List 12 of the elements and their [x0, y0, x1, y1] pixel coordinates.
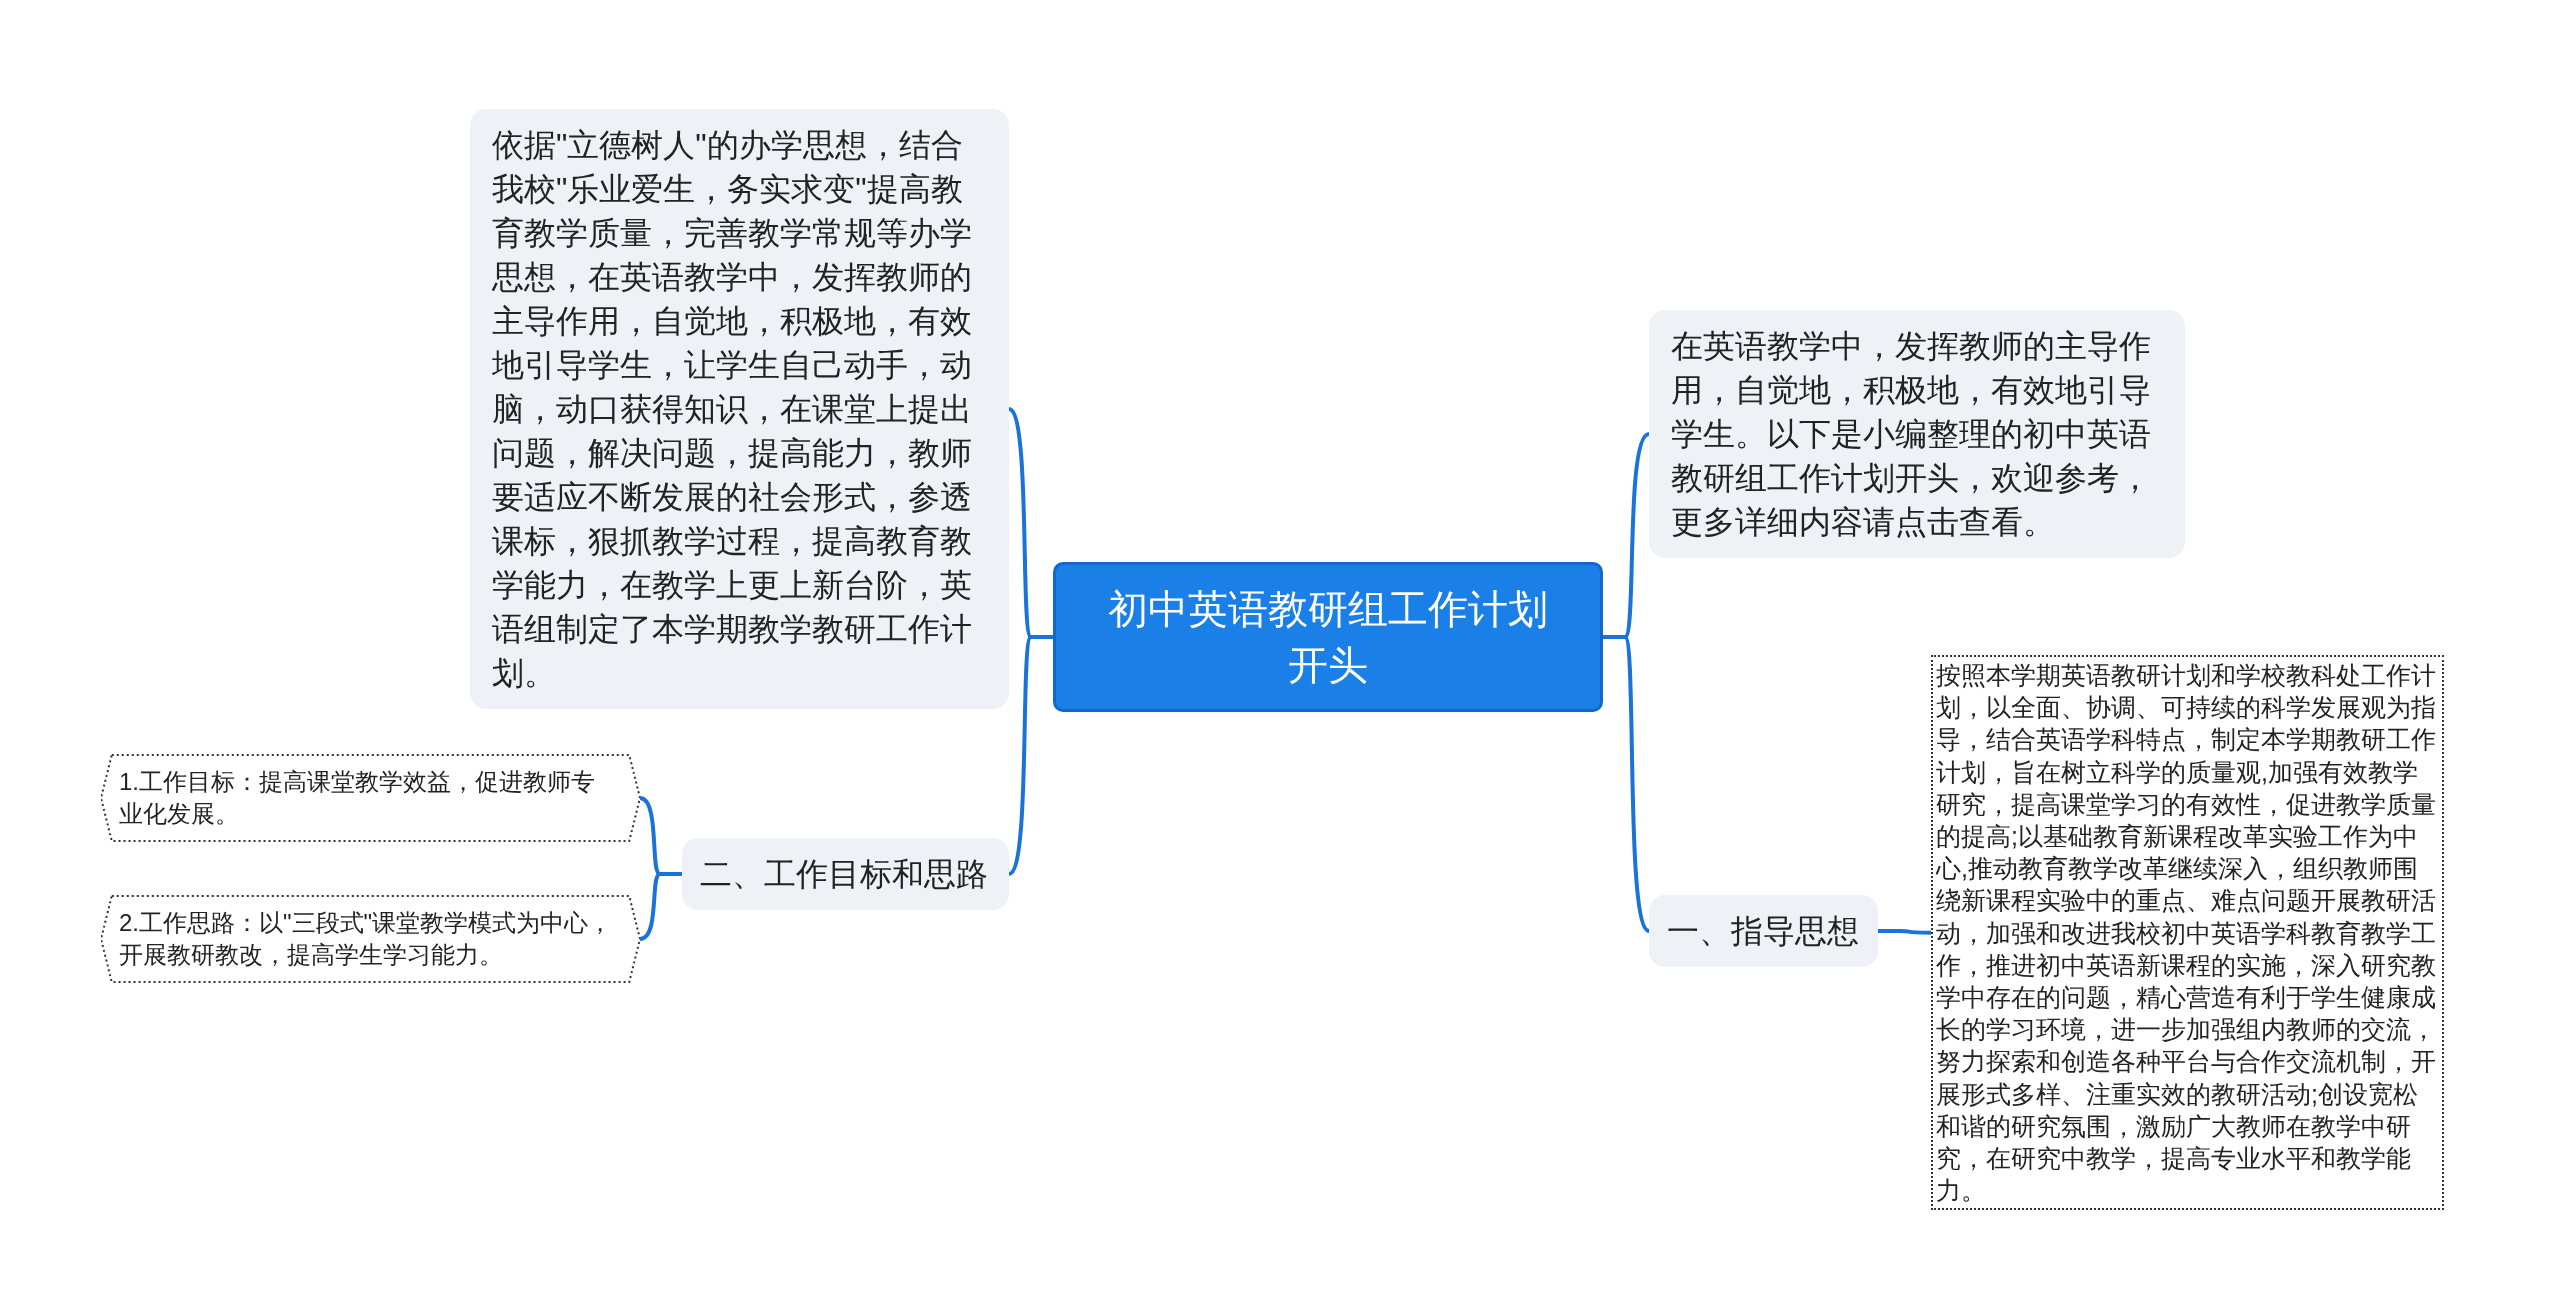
note-box: 1.工作目标：提高课堂教学效益，促进教师专业化发展。 — [101, 754, 640, 842]
note-box: 2.工作思路：以"三段式"课堂教学模式为中心，开展教研教改，提高学生学习能力。 — [101, 895, 640, 983]
connector-line — [639, 872, 682, 941]
connector-line — [1007, 635, 1053, 876]
central-topic-box: 初中英语教研组工作计划开头 — [1053, 562, 1603, 712]
connector-line — [1603, 635, 1651, 933]
topic-box: 在英语教学中，发挥教师的主导作用，自觉地，积极地，有效地引导学生。以下是小编整理的初中英语教研组工作计划开头，欢迎参考，更多详细内容请点击查看。 — [1649, 310, 2185, 558]
topic-box: 一、指导思想 — [1649, 895, 1878, 967]
topic-box: 依据"立德树人"的办学思想，结合我校"乐业爱生，务实求变"提高教育教学质量，完善教学常规等办学思想，在英语教学中，发挥教师的主导作用，自觉地，积极地，有效地引导学生，让学生自己动手，动脑，动口获得知识，在课堂上提出问题，解决问题，提高能力，教师要适应不断发展的社会形式，参透课标，狠抓教学过程，提高教育教学能力，在教学上更上新台阶，英语组制定了本学期教学教研工作计划。 — [470, 109, 1009, 709]
topic-box: 二、工作目标和思路 — [682, 838, 1009, 910]
note-box: 按照本学期英语教研计划和学校教科处工作计划，以全面、协调、可持续的科学发展观为指导，结合英语学科特点，制定本学期教研工作计划，旨在树立科学的质量观,加强有效教学研究，提高课堂学习的有效性，促进教学质量的提高;以基础教育新课程改革实验工作为中心,推动教育教学改革继续深入，组织教师围绕新课程实验中的重点、难点问题开展教研活动，加强和改进我校初中英语学科教育教学工作，推进初中英语新课程的实施，深入研究教学中存在的问题，精心营造有利于学生健康成长的学习环境，进一步加强组内教师的交流，努力探索和创造各种平台与合作交流机制，开展形式多样、注重实效的教研活动;创设宽松和谐的研究氛围，激励广大教师在教学中研究，在研究中教学，提高专业水平和教学能力。 — [1931, 655, 2444, 1211]
connector-line — [1878, 929, 1931, 935]
